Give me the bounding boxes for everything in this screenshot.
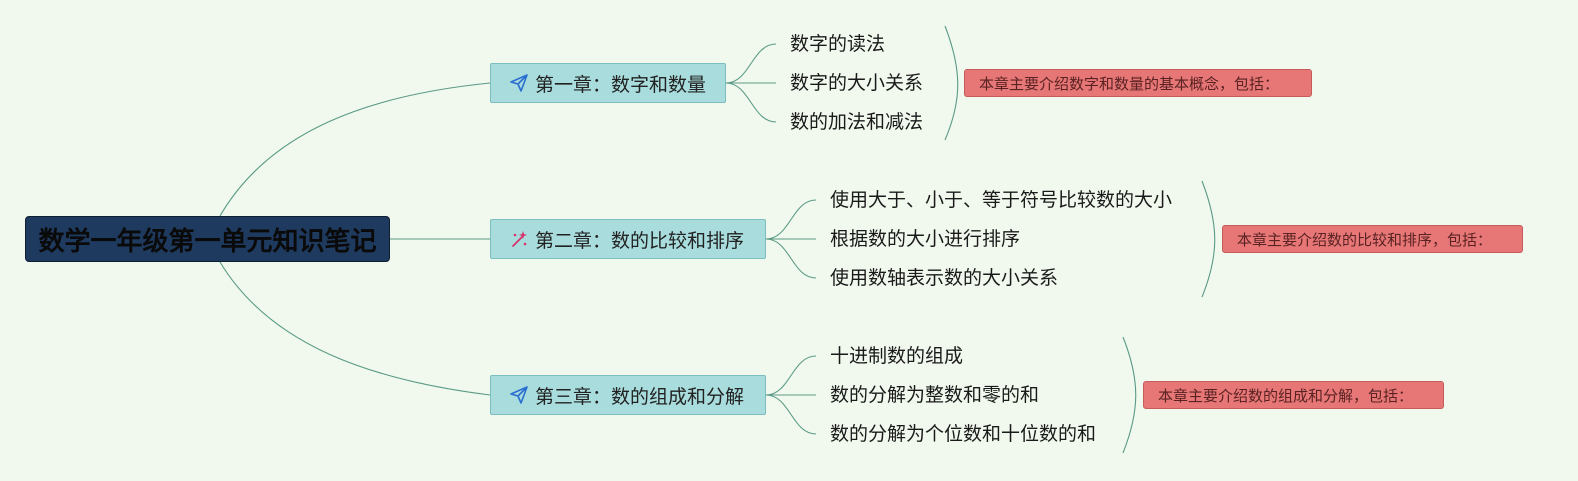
link-ch1-item3	[725, 82, 777, 123]
chapter-1-note[interactable]: 本章主要介绍数字和数量的基本概念，包括：	[964, 69, 1312, 97]
chapter-2-item-2[interactable]: 根据数的大小进行排序	[830, 228, 1021, 250]
chapter-1-topic[interactable]: 第一章：数字和数量	[490, 63, 726, 103]
root-title: 数学一年级第一单元知识笔记	[38, 226, 377, 257]
chapter-3-note[interactable]: 本章主要介绍数的组成和分解，包括：	[1143, 381, 1444, 409]
chapter-3-item-3[interactable]: 数的分解为个位数和十位数的和	[830, 423, 1097, 445]
chapter-1-item-3[interactable]: 数的加法和减法	[790, 111, 924, 133]
chapter-2-title: 第二章：数的比较和排序	[535, 229, 745, 252]
chapter-3-note-text: 本章主要介绍数的组成和分解，包括：	[1158, 386, 1414, 405]
chapter-3-item-1[interactable]: 十进制数的组成	[830, 345, 964, 367]
chapter-1-note-text: 本章主要介绍数字和数量的基本概念，包括：	[979, 74, 1280, 93]
chapter-3-title: 第三章：数的组成和分解	[535, 385, 745, 408]
paper-plane-icon	[509, 73, 529, 93]
chapter-2-note[interactable]: 本章主要介绍数的比较和排序，包括：	[1222, 225, 1523, 253]
chapter-3-topic[interactable]: 第三章：数的组成和分解	[490, 375, 766, 415]
link-ch2-item1	[765, 199, 817, 240]
chapter-2-topic[interactable]: 第二章：数的比较和排序	[490, 219, 766, 259]
sparkle-wand-icon	[509, 229, 529, 249]
link-ch3-item1	[765, 355, 817, 396]
chapter-1-title: 第一章：数字和数量	[535, 73, 707, 96]
paper-plane-icon	[509, 385, 529, 405]
link-ch1-item1	[725, 43, 777, 84]
root-topic[interactable]: 数学一年级第一单元知识笔记	[25, 216, 390, 262]
link-root-ch3	[219, 261, 491, 396]
brace-ch1	[944, 25, 959, 141]
link-ch2-item3	[765, 238, 817, 279]
chapter-2-item-3[interactable]: 使用数轴表示数的大小关系	[830, 267, 1059, 289]
chapter-3-item-2[interactable]: 数的分解为整数和零的和	[830, 384, 1040, 406]
brace-ch2	[1201, 180, 1216, 298]
chapter-2-item-1[interactable]: 使用大于、小于、等于符号比较数的大小	[830, 189, 1173, 211]
chapter-1-item-1[interactable]: 数字的读法	[790, 33, 886, 55]
link-ch3-item3	[765, 394, 817, 435]
link-root-ch1	[219, 82, 491, 217]
chapter-2-note-text: 本章主要介绍数的比较和排序，包括：	[1237, 230, 1493, 249]
brace-ch3	[1122, 336, 1137, 454]
chapter-1-item-2[interactable]: 数字的大小关系	[790, 72, 924, 94]
